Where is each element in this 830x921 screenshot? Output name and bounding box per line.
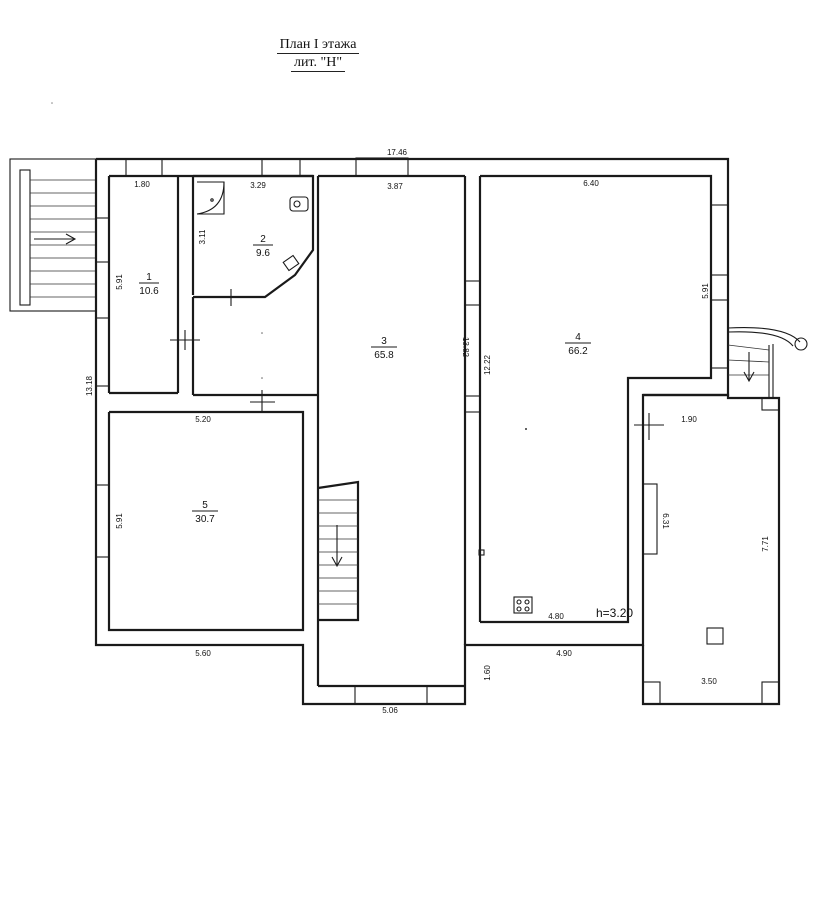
dim-room4-depth: 12.22 [483,354,492,375]
dim-room4-bottom: 4.80 [548,612,564,621]
plan-title-line2: лит. "Н" [290,54,346,72]
outer-walls [94,157,730,706]
room-1-area: 10.6 [139,286,159,297]
windows [95,157,729,705]
dim-room4-window: 5.91 [701,283,710,299]
room-3-number: 3 [381,336,387,347]
room-4-area: 66.2 [568,346,588,357]
room-3-label: 3 65.8 [371,336,397,361]
dim-room3-width: 3.87 [387,182,403,191]
room-5-area: 30.7 [195,514,215,525]
room-3-area: 65.8 [374,350,394,361]
dim-room5-height: 5.91 [115,513,124,529]
dim-room4-side: 6.31 [661,513,670,529]
dim-room5-width: 5.20 [195,415,211,424]
dim-room3-bottom: 5.06 [382,706,398,715]
dim-veranda-depth: 7.71 [761,536,770,552]
dim-room1-width: 1.80 [134,180,150,189]
plan-title-line1: План I этажа [276,36,360,54]
room-2-walls [193,174,315,306]
dim-room2-height: 3.11 [198,229,207,245]
dim-overall-width: 17.46 [387,148,408,157]
veranda [641,327,808,706]
dim-veranda-step: 1.90 [681,415,697,424]
dim-overall-depth: 13.18 [85,375,94,396]
speck-marks [51,102,527,430]
room-5-number: 5 [202,500,208,511]
room-5-walls [107,410,305,632]
room-4-walls [478,174,713,624]
room-1-walls [109,176,200,395]
entrance-stairs [9,158,97,312]
dim-room4-outer: 4.90 [556,649,572,658]
ceiling-height-note: h=3.20 [596,606,633,620]
interior-stairs [317,480,360,622]
room-1-number: 1 [146,272,152,283]
room-4-number: 4 [575,332,581,343]
dim-room4-width: 6.40 [583,179,599,188]
plan-title: План I этажа лит. "Н" [252,36,384,72]
dim-room3-depth: 13.82 [461,337,470,358]
room-2-label: 2 9.6 [253,234,273,259]
room-3-walls [191,174,482,688]
room-4-label: 4 66.2 [565,332,591,357]
dim-room1-height: 5.91 [115,274,124,290]
dim-room5-outer: 5.60 [195,649,211,658]
room-1-label: 1 10.6 [139,272,159,297]
room-2-area: 9.6 [256,248,270,259]
dim-room2-width: 3.29 [250,181,266,190]
dimension-labels: 17.46 1.80 3.29 3.87 6.40 3.11 5.91 5.91… [85,148,770,715]
dim-veranda-width: 3.50 [701,677,717,686]
room-2-number: 2 [260,234,266,245]
room-5-label: 5 30.7 [192,500,218,525]
dim-step-depth: 1.60 [483,665,492,681]
